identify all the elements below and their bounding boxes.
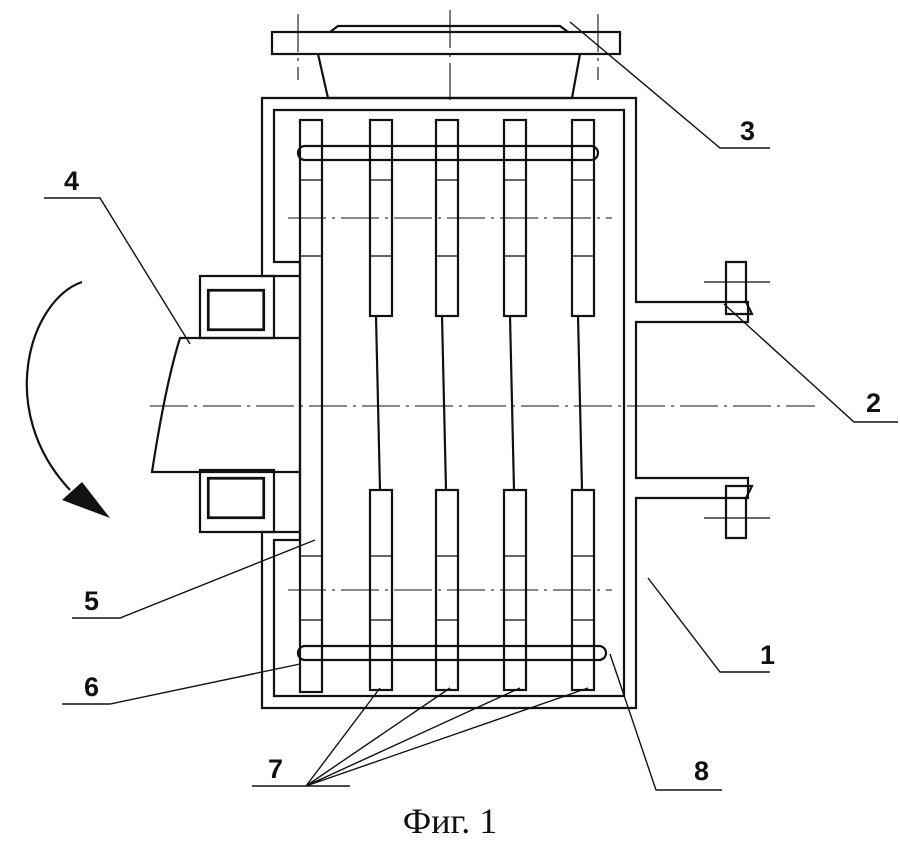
drive-shaft: [150, 336, 300, 474]
housing: [198, 96, 750, 710]
label-8: 8: [694, 756, 709, 786]
leader-lines: [44, 21, 898, 791]
label-3: 3: [740, 116, 755, 146]
label-7: 7: [268, 754, 283, 784]
label-1: 1: [760, 640, 775, 670]
label-5: 5: [84, 586, 99, 616]
inlet-flange: [270, 10, 622, 100]
label-6: 6: [84, 672, 99, 702]
tie-rod: [296, 144, 608, 662]
outlet-pipe: [704, 260, 770, 540]
figure-caption: Фиг. 1: [402, 801, 498, 841]
label-2: 2: [866, 388, 881, 418]
rotation-arrow-icon: [25, 280, 110, 518]
label-4: 4: [64, 166, 79, 196]
